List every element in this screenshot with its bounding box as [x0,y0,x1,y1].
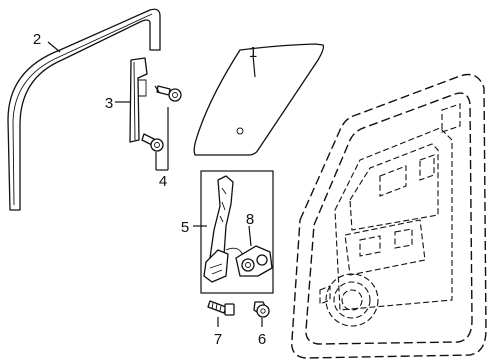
door-inner-panel [291,73,487,359]
callout-3: 3 [105,95,113,112]
callout-4: 4 [159,173,167,190]
callout-5: 5 [181,219,189,236]
door-glass [193,43,325,156]
callout-6: 6 [258,331,266,348]
regulator-box [200,170,274,294]
leader-lines [47,41,263,327]
callout-8: 8 [246,211,254,228]
callout-7: 7 [214,331,222,348]
bolt-7 [207,300,235,316]
regulator-motor [235,245,273,277]
nut-6 [253,301,270,318]
callout-1: 1 [249,44,257,61]
glass-run-channel [7,8,161,211]
bolt-lower [141,133,164,152]
bolt-upper [156,85,182,102]
glass-guide-rail [129,57,148,143]
window-regulator [203,175,245,283]
callout-2: 2 [33,31,41,48]
